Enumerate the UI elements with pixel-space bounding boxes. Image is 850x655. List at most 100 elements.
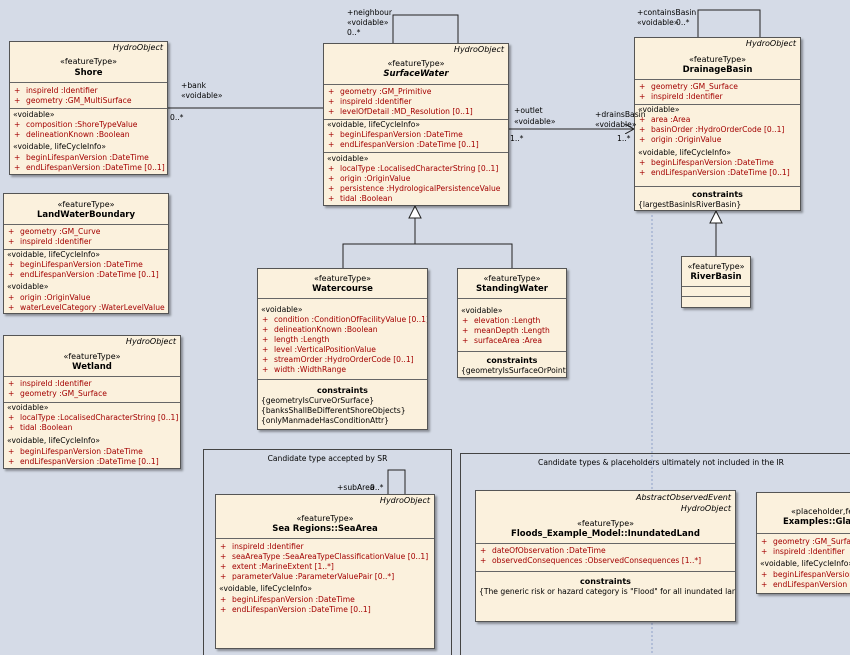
class-glacier[interactable]: «placeholder,feat Examples::Glacier +geo…: [756, 492, 850, 594]
class-name: LandWaterBoundary: [36, 210, 136, 220]
drains-stereo-label: «voidable»: [595, 120, 637, 129]
divider: [324, 84, 508, 85]
class-name: RiverBasin: [690, 272, 742, 282]
subarea-mult-label: 0..*: [370, 483, 384, 492]
attribute: +basinOrder :HydroOrderCode [0..1]: [639, 125, 785, 134]
stereotype: «featureType»: [483, 274, 541, 283]
attribute: +inspireId :Identifier: [328, 97, 412, 106]
attribute: +geometry :GM_Primitive: [328, 87, 432, 96]
attribute: +condition :ConditionOfFacilityValue [0.…: [262, 315, 428, 324]
attribute: +observedConsequences :ObservedConsequen…: [480, 556, 702, 565]
attribute: +localType :LocalisedCharacterString [0.…: [328, 164, 499, 173]
divider: [458, 298, 566, 299]
attribute: +beginLifespanVersion :DateTime: [8, 260, 143, 269]
divider: [682, 286, 750, 287]
attribute: +delineationKnown :Boolean: [262, 325, 378, 334]
drains-mult-label: 1..*: [617, 134, 631, 143]
stereotype: «featureType»: [313, 274, 372, 283]
attribute: +endLifespanVersion :DateTime [0..1]: [14, 163, 165, 172]
divider: [635, 186, 800, 187]
attribute: +persistence :HydrologicalPersistenceVal…: [328, 184, 501, 193]
attribute: +beginLifespanVersion :DateTime: [8, 447, 143, 456]
attribute: +geometry :GM_Surface: [639, 82, 738, 91]
divider: [258, 379, 427, 380]
constraint: {geometryIsCurveOrSurface}: [261, 396, 375, 405]
frame-accepted-title: Candidate type accepted by SR: [267, 454, 388, 463]
subarea-role-label: +subArea: [337, 483, 375, 492]
section-label: «voidable, lifeCycleInfo»: [219, 584, 313, 593]
package-label: HydroObject: [379, 496, 430, 505]
constraint: {The generic risk or hazard category is …: [479, 587, 736, 596]
attribute: +origin :OriginValue: [639, 135, 722, 144]
attribute: +origin :OriginValue: [328, 174, 411, 183]
section-label: «voidable»: [461, 306, 503, 315]
attribute: +inspireId :Identifier: [761, 547, 845, 556]
attribute: +width :WidthRange: [262, 365, 347, 374]
divider: [4, 376, 180, 377]
attribute: +beginLifespanVersion :DateTime: [328, 130, 463, 139]
class-watercourse[interactable]: «featureType» Watercourse «voidable» +co…: [257, 268, 428, 430]
contains-role-label: +containsBasin: [637, 8, 697, 17]
attribute: +surfaceArea :Area: [462, 336, 542, 345]
stereotype: «featureType»: [296, 514, 354, 523]
stereotype: «placeholder,feat: [791, 507, 850, 516]
class-drainagebasin[interactable]: HydroObject «featureType» DrainageBasin …: [634, 37, 801, 211]
divider: [4, 402, 180, 403]
class-shore[interactable]: HydroObject «featureType» Shore +inspire…: [9, 41, 168, 175]
attribute: +elevation :Length: [462, 316, 541, 325]
outlet-mult-label: 1..*: [510, 134, 524, 143]
class-landwaterboundary[interactable]: «featureType» LandWaterBoundary +geometr…: [3, 193, 169, 314]
class-inundatedland[interactable]: AbstractObservedEvent HydroObject «featu…: [475, 490, 736, 622]
attribute: +endLifespanVersion :DateTime [0..1]: [8, 270, 159, 279]
divider: [635, 79, 800, 80]
attribute: +inspireId :Identifier: [639, 92, 723, 101]
generalization-triangle-drainagebasin: [709, 209, 723, 224]
class-name: Shore: [74, 68, 103, 78]
generalization-triangle-surfacewater: [408, 204, 422, 219]
stereotype: «featureType»: [687, 262, 745, 271]
attribute: +geometry :GM_Surfa: [761, 537, 850, 546]
divider: [258, 298, 427, 299]
constraint: {banksShallBeDifferentShoreObjects}: [261, 406, 406, 415]
package-label: HydroObject: [112, 43, 163, 52]
divider: [476, 571, 735, 572]
outlet-role-label: +outlet: [514, 106, 543, 115]
class-standingwater[interactable]: «featureType» StandingWater «voidable» +…: [457, 268, 567, 378]
divider: [10, 108, 167, 109]
package-label: HydroObject: [453, 45, 504, 54]
constraint: {geometryIsSurfaceOrPoint}: [461, 366, 567, 375]
class-wetland[interactable]: HydroObject «featureType» Wetland +inspi…: [3, 335, 181, 469]
class-name: Sea Regions::SeaArea: [272, 524, 378, 534]
stereotype: «featureType»: [576, 519, 635, 528]
attribute: +origin :OriginValue: [8, 293, 91, 302]
section-label: «voidable, lifeCycleInfo»: [760, 559, 850, 568]
section-label: «voidable, lifeCycleInfo»: [7, 250, 101, 259]
frame-not-included-title: Candidate types & placeholders ultimatel…: [538, 458, 784, 467]
attribute: +tidal :Boolean: [8, 423, 73, 432]
attribute: +inspireId :Identifier: [14, 86, 98, 95]
attribute: +area :Area: [639, 115, 691, 124]
section-label: «voidable, lifeCycleInfo»: [638, 148, 732, 157]
section-label: «voidable»: [638, 105, 680, 114]
divider: [216, 538, 434, 539]
attribute: +level :VerticalPositionValue: [262, 345, 376, 354]
generalization-lines: [342, 218, 513, 268]
stereotype: «featureType»: [688, 55, 747, 64]
attribute: +geometry :GM_Curve: [8, 227, 101, 236]
divider: [324, 119, 508, 120]
class-surfacewater[interactable]: HydroObject «featureType» SurfaceWater +…: [323, 43, 509, 206]
attribute: +endLifespanVersion: [761, 580, 848, 589]
class-riverbasin[interactable]: «featureType» RiverBasin: [681, 256, 751, 308]
constraints-title: constraints: [580, 577, 631, 586]
attribute: +endLifespanVersion :DateTime [0..1]: [639, 168, 790, 177]
class-seaarea[interactable]: HydroObject «featureType» Sea Regions::S…: [215, 494, 435, 649]
divider: [476, 543, 735, 544]
package-label: AbstractObservedEvent: [636, 493, 731, 502]
attribute: +beginLifespanVersion :DateTime: [14, 153, 149, 162]
attribute: +dateOfObservation :DateTime: [480, 546, 606, 555]
frame-not-included: Candidate types & placeholders ultimatel…: [460, 453, 850, 655]
attribute: +composition :ShoreTypeValue: [14, 120, 138, 129]
divider: [10, 82, 167, 83]
